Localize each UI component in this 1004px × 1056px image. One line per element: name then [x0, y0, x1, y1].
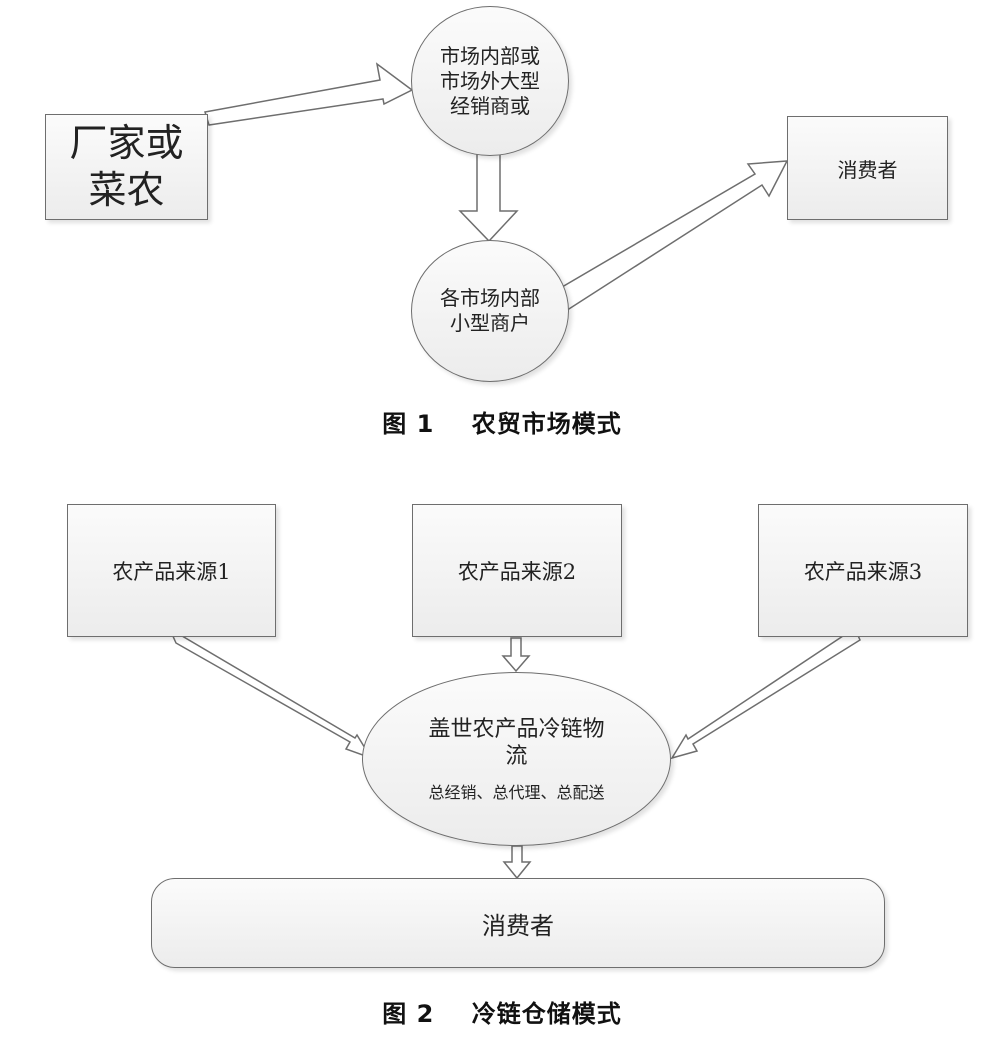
node-source-3: 农产品来源3: [758, 504, 968, 637]
figure2-caption-label: 图 2: [382, 1000, 435, 1028]
arrow-source3-to-hub: [670, 629, 861, 760]
node-consumer-fig2-label: 消费者: [482, 911, 554, 940]
node-wholesaler-line-1: 市场内部或: [440, 43, 540, 68]
node-consumer-fig1: 消费者: [787, 116, 948, 220]
node-producer: 厂家或 菜农: [45, 114, 208, 220]
arrow-hub-to-consumer: [502, 845, 532, 880]
arrow-source1-to-hub: [170, 632, 373, 760]
node-cold-chain-hub: 盖世农产品冷链物 流 总经销、总代理、总配送: [362, 672, 671, 846]
node-consumer-fig1-label: 消费者: [837, 157, 898, 182]
node-producer-line-2: 菜农: [88, 168, 165, 212]
node-retailer: 各市场内部 小型商户: [411, 240, 569, 382]
node-source-2: 农产品来源2: [412, 504, 622, 637]
node-source-2-label: 农产品来源2: [457, 559, 577, 584]
arrow-source2-to-hub: [501, 637, 531, 673]
node-wholesaler-line-2: 市场外大型: [440, 68, 540, 93]
node-producer-line-1: 厂家或: [69, 120, 184, 165]
node-retailer-line-1: 各市场内部: [440, 286, 540, 310]
figure1-caption-title: 农贸市场模式: [471, 410, 622, 438]
arrow-retailer-to-consumer: [543, 160, 789, 318]
node-source-3-label: 农产品来源3: [803, 559, 923, 584]
figure2-caption-title: 冷链仓储模式: [471, 1000, 622, 1028]
figure2-caption: 图 2 冷链仓储模式: [0, 994, 1004, 1029]
node-source-1: 农产品来源1: [67, 504, 276, 637]
node-wholesaler-line-3: 经销商或: [450, 93, 530, 118]
node-wholesaler: 市场内部或 市场外大型 经销商或: [411, 6, 569, 156]
node-retailer-line-2: 小型商户: [450, 311, 530, 335]
arrow-wholesaler-to-retailer: [458, 149, 519, 243]
hub-title-line-1: 盖世农产品冷链物: [428, 716, 605, 742]
node-source-1-label: 农产品来源1: [112, 559, 231, 584]
arrow-producer-to-wholesaler: [204, 62, 414, 126]
node-consumer-fig2: 消费者: [151, 878, 885, 968]
hub-title-line-2: 流: [505, 744, 528, 769]
hub-subtitle: 总经销、总代理、总配送: [428, 782, 605, 802]
figure1-caption-label: 图 1: [382, 410, 435, 438]
figure1-caption: 图 1 农贸市场模式: [0, 404, 1004, 439]
